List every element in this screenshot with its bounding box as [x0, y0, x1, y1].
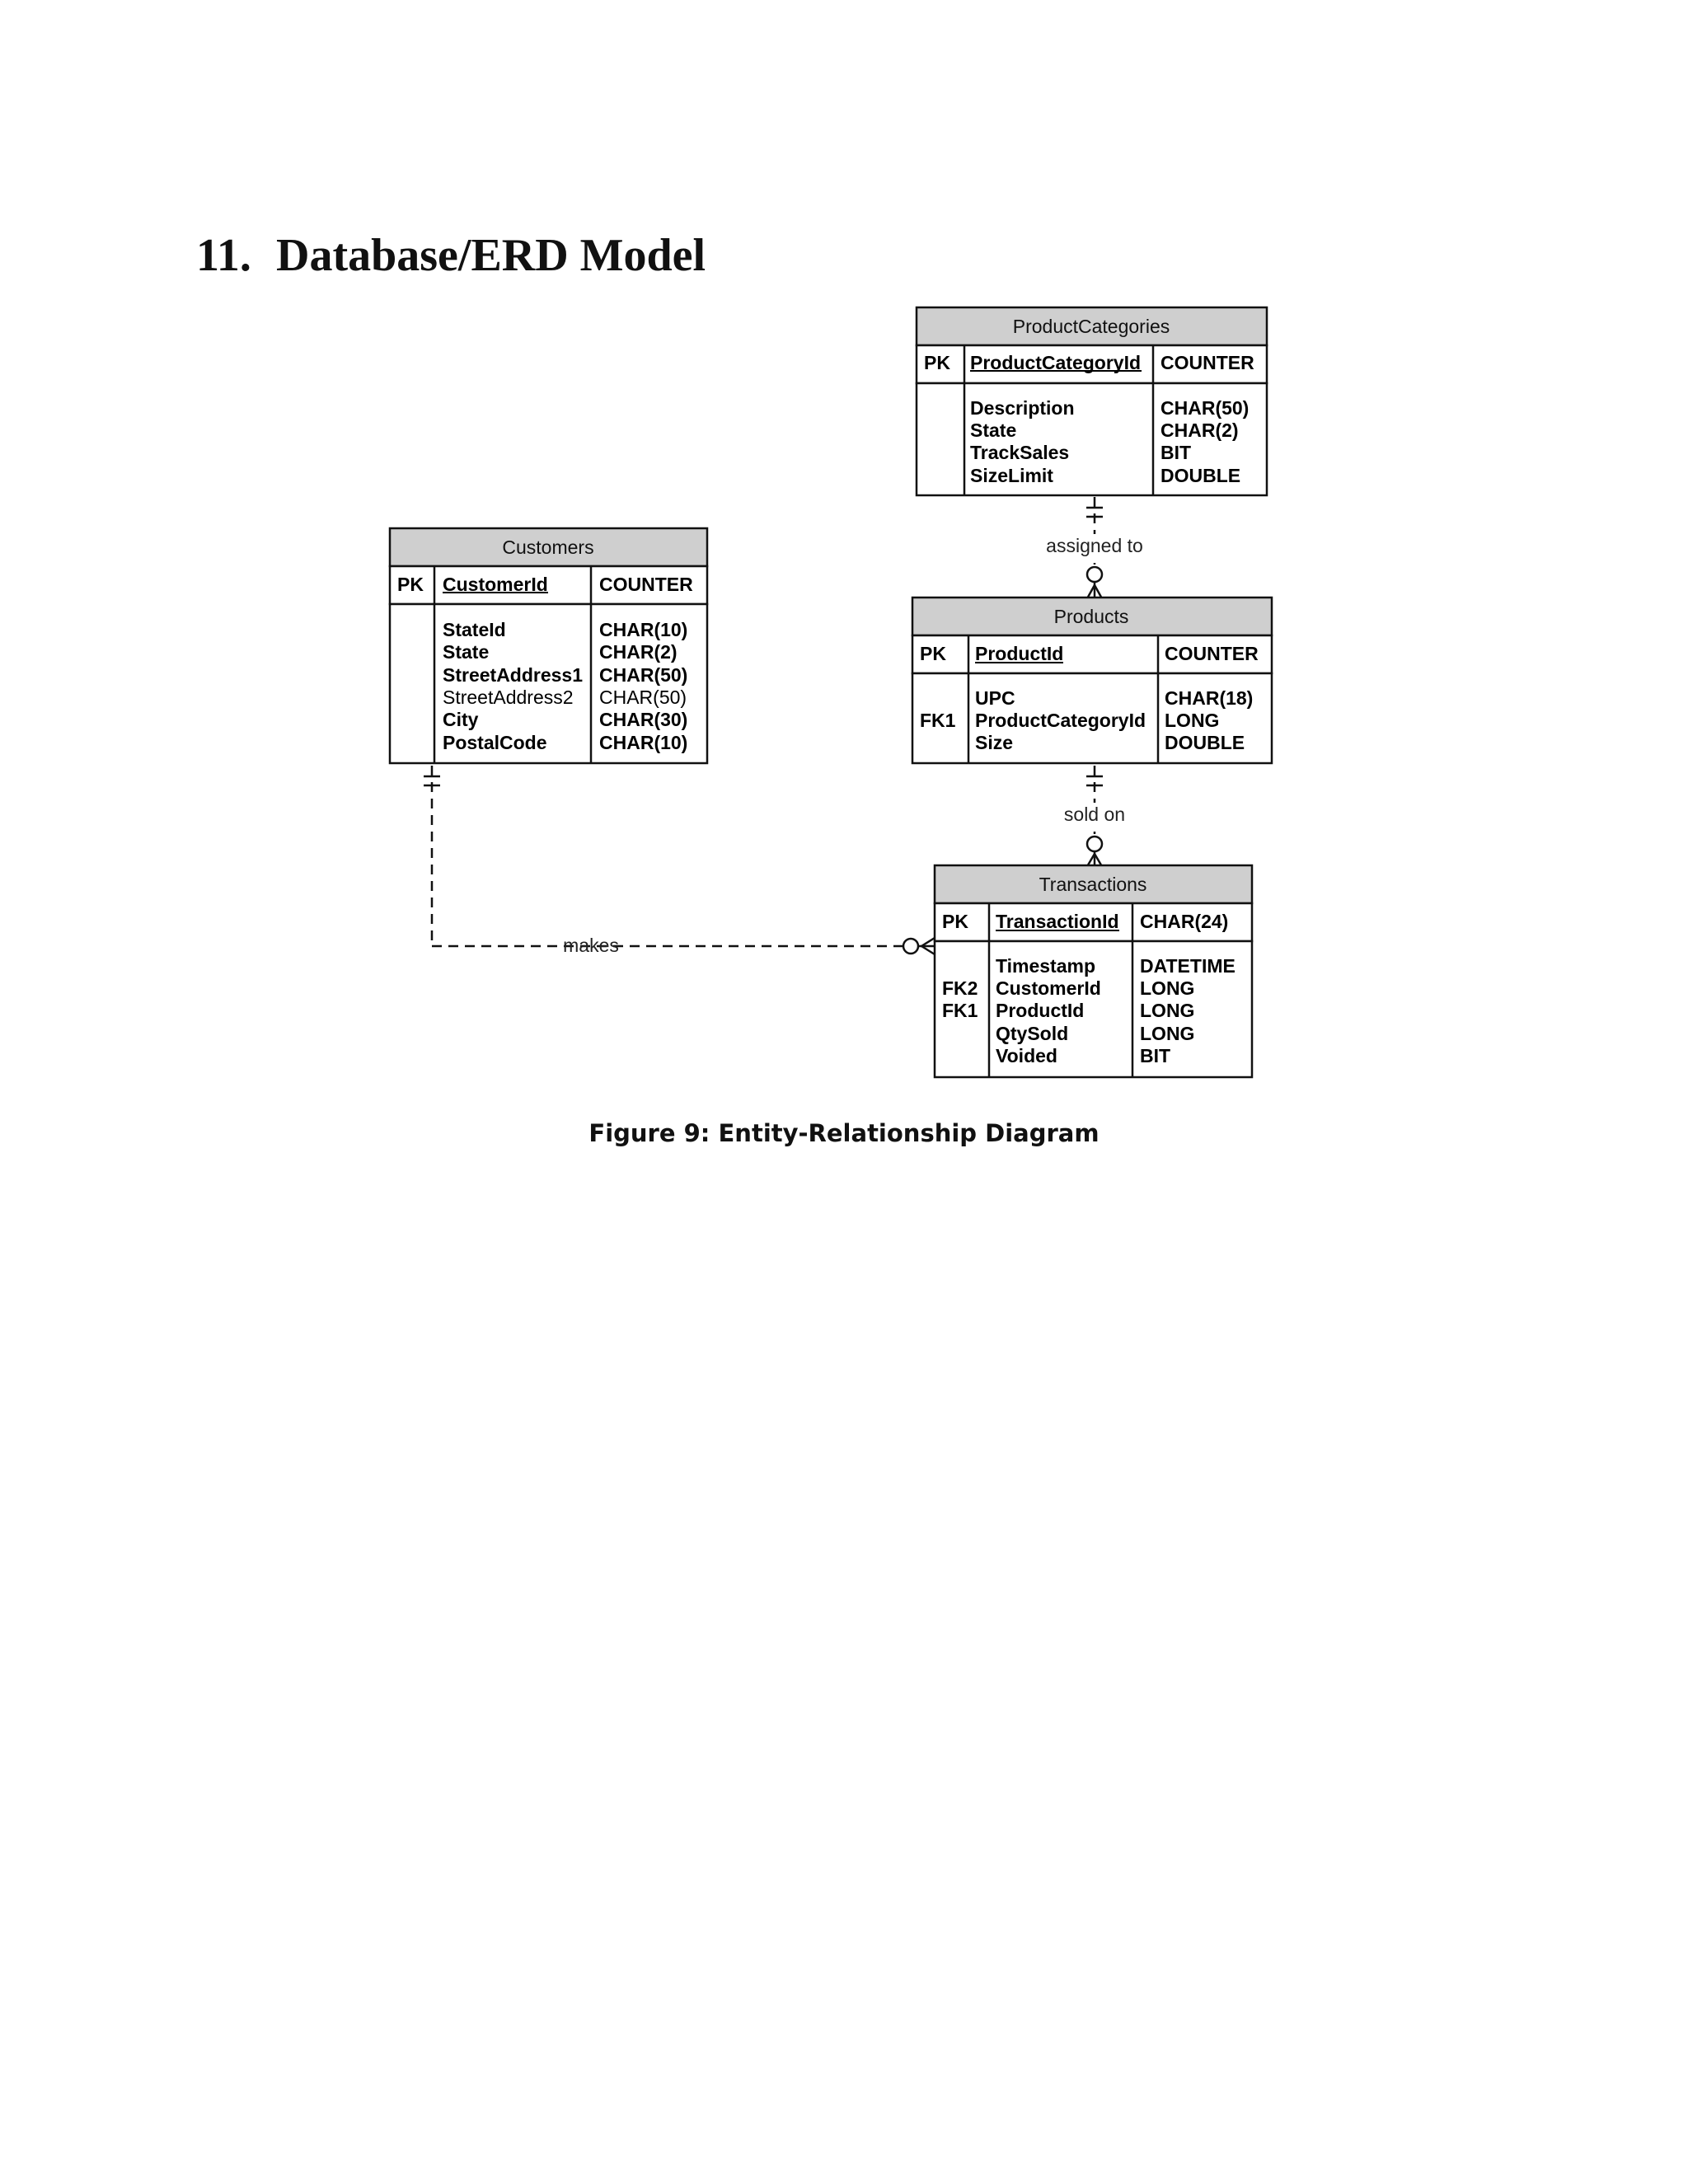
pk-field-name: ProductCategoryId [970, 352, 1141, 373]
pk-field-name: CustomerId [443, 574, 548, 595]
pk-label: PK [924, 352, 950, 373]
entity-products: Products PK ProductId COUNTER UPC CHAR(1… [911, 596, 1273, 765]
entity-header [911, 596, 1273, 637]
relationship-label-makes: makes [563, 935, 619, 956]
entity-transactions: Transactions PK TransactionId CHAR(24) T… [933, 864, 1254, 1079]
entity-title: Products [1054, 606, 1129, 627]
pk-field-type: COUNTER [599, 574, 693, 595]
attribute-type: BIT [1160, 442, 1191, 463]
attribute-type: CHAR(50) [1160, 397, 1249, 419]
section-number: 11. [196, 230, 251, 281]
section-title: Database/ERD Model [276, 230, 706, 281]
attribute-type: DATETIME [1140, 955, 1236, 977]
attribute-type: DOUBLE [1165, 732, 1245, 753]
relationship-label-bg [1063, 803, 1126, 826]
attribute-type: CHAR(50) [599, 687, 687, 708]
attribute-name: StreetAddress1 [443, 664, 583, 686]
attribute-type: CHAR(30) [599, 709, 687, 730]
fk-label: FK1 [942, 1000, 978, 1021]
relationship-makes [424, 766, 935, 956]
attribute-name: ProductId [996, 1000, 1084, 1021]
attribute-type: LONG [1140, 977, 1194, 999]
entity-product-categories: ProductCategories PK ProductCategoryId C… [915, 306, 1268, 497]
pk-label: PK [397, 574, 424, 595]
pk-field-type: CHAR(24) [1140, 911, 1228, 932]
pk-row [911, 634, 1273, 675]
attribute-type: CHAR(10) [599, 732, 687, 753]
attribute-type: LONG [1140, 1023, 1194, 1044]
attribute-name: City [443, 709, 479, 730]
attribute-name: Voided [996, 1045, 1057, 1066]
attribute-type: BIT [1140, 1045, 1170, 1066]
attribute-name: State [443, 641, 489, 663]
attribute-name: TrackSales [970, 442, 1069, 463]
fk-label: FK1 [920, 710, 956, 731]
pk-label: PK [920, 643, 946, 664]
attribute-name: CustomerId [996, 977, 1101, 999]
relationship-label-assigned-to: assigned to [1046, 535, 1143, 556]
attribute-name: PostalCode [443, 732, 547, 753]
entity-title: Customers [502, 537, 593, 558]
entity-title: ProductCategories [1013, 316, 1170, 337]
attribute-name: State [970, 419, 1016, 441]
entity-header [933, 864, 1254, 905]
pk-row [915, 344, 1268, 385]
attributes-section [911, 672, 1273, 765]
attribute-name: ProductCategoryId [975, 710, 1146, 731]
attribute-name: Size [975, 732, 1013, 753]
attribute-name: Description [970, 397, 1075, 419]
attributes-section [933, 940, 1254, 1079]
relationship-label-sold-on: sold on [1064, 804, 1125, 825]
attribute-type: CHAR(50) [599, 664, 687, 686]
pk-row [388, 565, 709, 606]
section-heading: 11. Database/ERD Model [196, 229, 706, 282]
attribute-type: DOUBLE [1160, 465, 1240, 486]
entity-header [915, 306, 1268, 347]
entity-title: Transactions [1039, 874, 1147, 895]
attribute-name: StreetAddress2 [443, 687, 574, 708]
attributes-section [915, 382, 1268, 497]
pk-label: PK [942, 911, 968, 932]
entity-customers: Customers PK CustomerId COUNTER StateId … [388, 527, 709, 765]
attribute-name: StateId [443, 619, 506, 640]
fk-label: FK2 [942, 977, 978, 999]
attribute-name: SizeLimit [970, 465, 1053, 486]
pk-field-name: TransactionId [996, 911, 1119, 932]
attributes-section [388, 602, 709, 765]
pk-field-type: COUNTER [1165, 643, 1259, 664]
relationship-label-bg [1048, 534, 1141, 557]
pk-field-name: ProductId [975, 643, 1063, 664]
attribute-type: LONG [1140, 1000, 1194, 1021]
attribute-name: Timestamp [996, 955, 1095, 977]
attribute-name: UPC [975, 687, 1015, 709]
pk-field-type: COUNTER [1160, 352, 1254, 373]
attribute-type: CHAR(2) [1160, 419, 1239, 441]
attribute-type: CHAR(2) [599, 641, 678, 663]
attribute-type: CHAR(10) [599, 619, 687, 640]
attribute-name: QtySold [996, 1023, 1068, 1044]
figure-caption: Figure 9: Entity-Relationship Diagram [588, 1119, 1100, 1147]
attribute-type: CHAR(18) [1165, 687, 1253, 709]
attribute-type: LONG [1165, 710, 1219, 731]
